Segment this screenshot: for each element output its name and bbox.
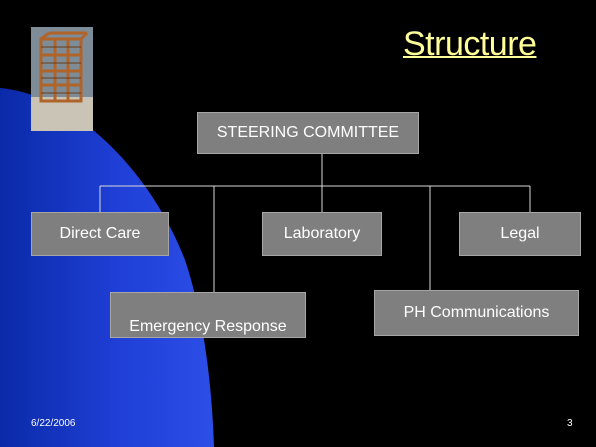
org-node-ph-communications: PH Communications	[374, 290, 579, 336]
org-node-legal: Legal	[459, 212, 581, 256]
building-frame-photo	[31, 27, 93, 131]
org-node-direct-care: Direct Care	[31, 212, 169, 256]
page-number: 3	[567, 418, 573, 429]
org-node-steering-committee: STEERING COMMITTEE	[197, 112, 419, 154]
footer-date: 6/22/2006	[31, 418, 76, 429]
org-node-laboratory: Laboratory	[262, 212, 382, 256]
slide-title: Structure	[403, 25, 537, 63]
org-node-emergency-response: Emergency Response	[110, 292, 306, 338]
